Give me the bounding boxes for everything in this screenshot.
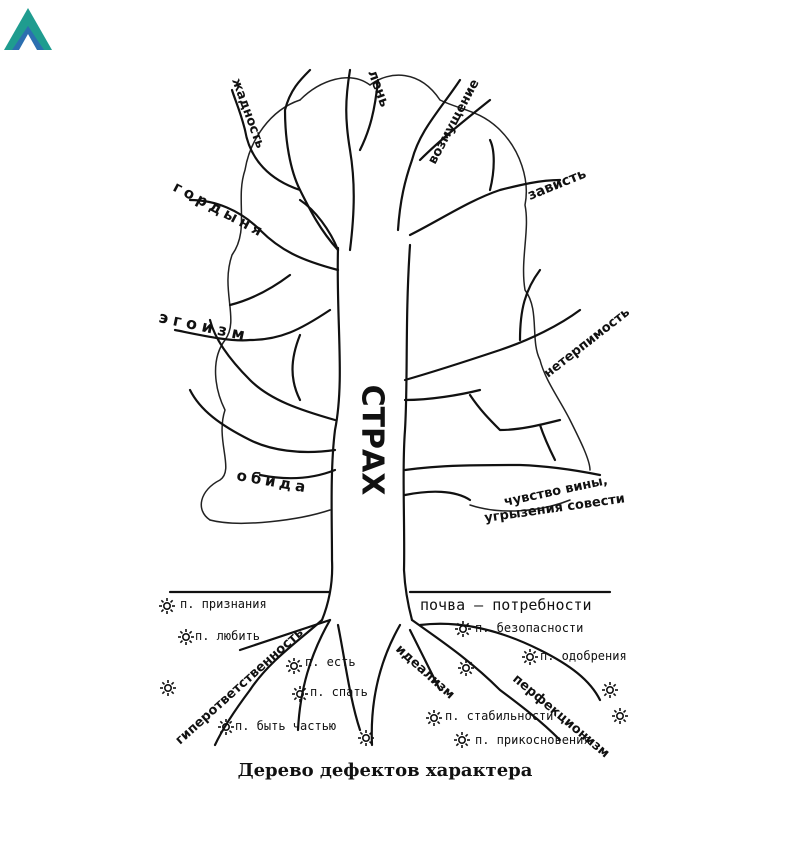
- need-label-approval: п. одобрения: [540, 649, 627, 663]
- soil-label: почва – потребности: [420, 596, 592, 614]
- need-label-eat: п. есть: [305, 655, 356, 669]
- tree-branches: [173, 68, 602, 502]
- sun-icon: [286, 658, 302, 674]
- need-label-to-love: п. любить: [195, 629, 260, 643]
- trunk-label: СТРАХ: [355, 385, 390, 496]
- need-label-touch: п. прикосновения: [475, 733, 591, 747]
- diagram-title: Дерево дефектов характера: [238, 760, 533, 781]
- sun-icon: [218, 719, 234, 735]
- need-label-belonging: п. быть частью: [235, 719, 336, 733]
- sun-icon: [178, 629, 194, 645]
- need-label-stability: п. стабильности: [445, 709, 553, 723]
- root-label-idealism: идеализм: [392, 642, 457, 703]
- sun-icon: [159, 598, 175, 614]
- tree-crown-outline: [200, 74, 591, 524]
- sun-icon: [522, 649, 538, 665]
- branch-label-offense: обида: [235, 466, 311, 496]
- sun-icons: [159, 598, 628, 748]
- branch-label-egoism: эгоизм: [157, 307, 251, 345]
- need-label-sleep: п. спать: [310, 685, 368, 699]
- branch-label-intolerance: нетерпимость: [541, 305, 633, 381]
- branch-label-laziness: лень: [364, 68, 392, 110]
- sun-icon: [455, 621, 471, 637]
- sun-icon: [358, 730, 374, 746]
- sun-icon: [160, 680, 176, 696]
- branch-label-pride: гордыня: [170, 178, 269, 242]
- branch-label-envy: зависть: [526, 166, 589, 204]
- sun-icon: [454, 732, 470, 748]
- sun-icon: [612, 708, 628, 724]
- sun-icon: [292, 686, 308, 702]
- sun-icon: [426, 710, 442, 726]
- need-label-safety: п. безопасности: [475, 621, 583, 635]
- triangle-logo-icon: [4, 8, 52, 50]
- sun-icon: [458, 660, 474, 676]
- tree-trunk: [320, 243, 414, 622]
- sun-icon: [602, 682, 618, 698]
- need-label-recognition: п. признания: [180, 597, 267, 611]
